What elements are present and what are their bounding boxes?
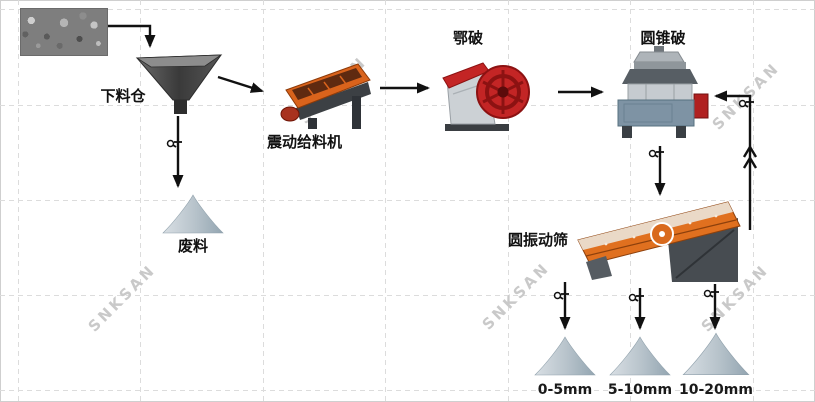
raw-material-photo: [20, 8, 108, 56]
vibrating-screen-illustration: [577, 201, 741, 282]
cone-crusher-illustration: [617, 46, 709, 138]
discharge-gate-icon: [648, 149, 664, 172]
discharge-gate-icon: [738, 99, 754, 122]
vibrating-screen-label: 圆振动筛: [507, 231, 568, 249]
vibrating-feeder-illustration: [280, 63, 371, 129]
jaw-crusher-illustration: [442, 62, 530, 131]
vibrating-feeder-label: 震动给料机: [266, 133, 342, 151]
feed-bin-illustration: [135, 54, 223, 114]
arrow-bin-to-feeder: [217, 75, 264, 93]
product-coarse-label: 10-20mm: [679, 382, 753, 398]
product-pile-fine-illustration: [534, 336, 596, 376]
jaw-crusher-label: 鄂破: [452, 29, 483, 47]
discharge-gate-icon: [703, 289, 719, 312]
waste-pile-illustration: [162, 194, 224, 234]
discharge-gate-icon: [553, 291, 569, 314]
product-fine-label: 0-5mm: [537, 382, 593, 398]
waste-label: 废料: [177, 237, 208, 255]
arrow-photo-to-bin: [108, 24, 156, 48]
product-medium-label: 5-10mm: [607, 382, 673, 398]
up-chevron-icon: [742, 144, 758, 158]
arrow-oversize-return: [714, 90, 752, 230]
discharge-gate-icon: [628, 293, 644, 316]
discharge-gate-icon: [166, 139, 182, 162]
product-pile-medium-illustration: [609, 336, 671, 376]
feed-bin-label: 下料仓: [100, 87, 146, 105]
product-pile-coarse-illustration: [682, 332, 750, 376]
up-chevron-icon: [742, 155, 758, 169]
cone-crusher-label: 圆锥破: [640, 29, 686, 47]
